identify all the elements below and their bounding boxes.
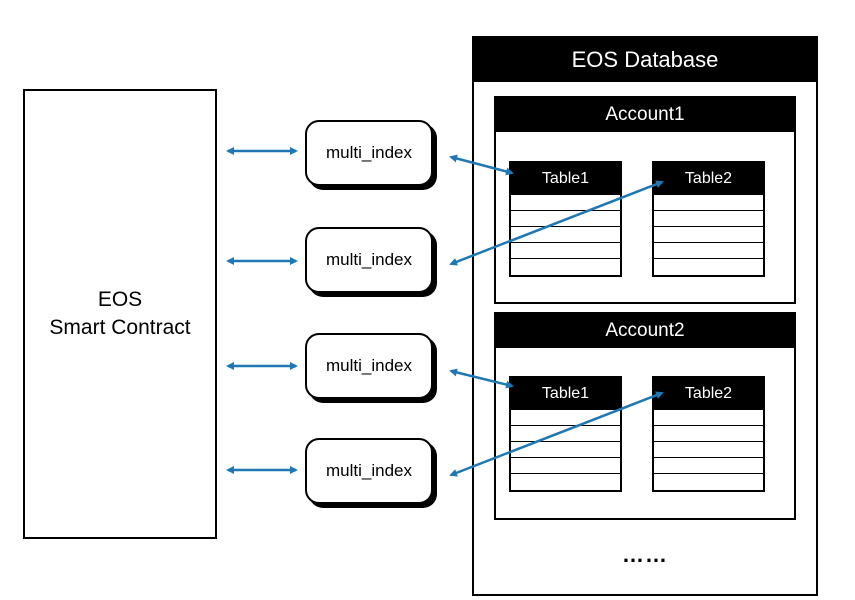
table-rows xyxy=(511,195,620,275)
account-2-table-1: Table1 xyxy=(509,376,622,492)
multi-index-label: multi_index xyxy=(326,250,412,269)
table-title: Table1 xyxy=(511,163,620,195)
account-2-title: Account2 xyxy=(496,314,794,348)
multi-index-label: multi_index xyxy=(326,461,412,480)
contract-title-line1: EOS xyxy=(97,288,143,311)
table-row xyxy=(654,211,763,227)
account-2-table-2: Table2 xyxy=(652,376,765,492)
table-row xyxy=(511,211,620,227)
table-row xyxy=(511,410,620,426)
table-row xyxy=(654,442,763,458)
table-row xyxy=(654,259,763,275)
table-row xyxy=(511,442,620,458)
table-title: Table1 xyxy=(511,378,620,410)
multi-index-label: multi_index xyxy=(326,143,412,162)
more-accounts-ellipsis: …… xyxy=(622,542,668,567)
table-rows xyxy=(654,195,763,275)
table-row xyxy=(511,458,620,474)
account-1-table-1: Table1 xyxy=(509,161,622,277)
multi-index-box-1: multi_index xyxy=(305,120,433,186)
account-1-table-2: Table2 xyxy=(652,161,765,277)
account-1-title: Account1 xyxy=(496,98,794,132)
multi-index-box-3: multi_index xyxy=(305,333,433,399)
table-row xyxy=(654,195,763,211)
table-row xyxy=(511,259,620,275)
table-title: Table2 xyxy=(654,163,763,195)
table-row xyxy=(654,474,763,490)
table-row xyxy=(654,410,763,426)
multi-index-box-2: multi_index xyxy=(305,227,433,293)
table-row xyxy=(511,243,620,259)
smart-contract-box: EOS Smart Contract xyxy=(23,89,217,539)
table-row xyxy=(654,426,763,442)
contract-title-line2: Smart Contract xyxy=(49,316,191,339)
table-row xyxy=(511,426,620,442)
table-row xyxy=(511,227,620,243)
multi-index-box-4: multi_index xyxy=(305,438,433,504)
table-row xyxy=(654,243,763,259)
table-rows xyxy=(654,410,763,490)
table-row xyxy=(654,227,763,243)
database-title: EOS Database xyxy=(474,38,816,82)
table-row xyxy=(654,458,763,474)
table-row xyxy=(511,474,620,490)
table-row xyxy=(511,195,620,211)
table-rows xyxy=(511,410,620,490)
table-title: Table2 xyxy=(654,378,763,410)
multi-index-label: multi_index xyxy=(326,356,412,375)
